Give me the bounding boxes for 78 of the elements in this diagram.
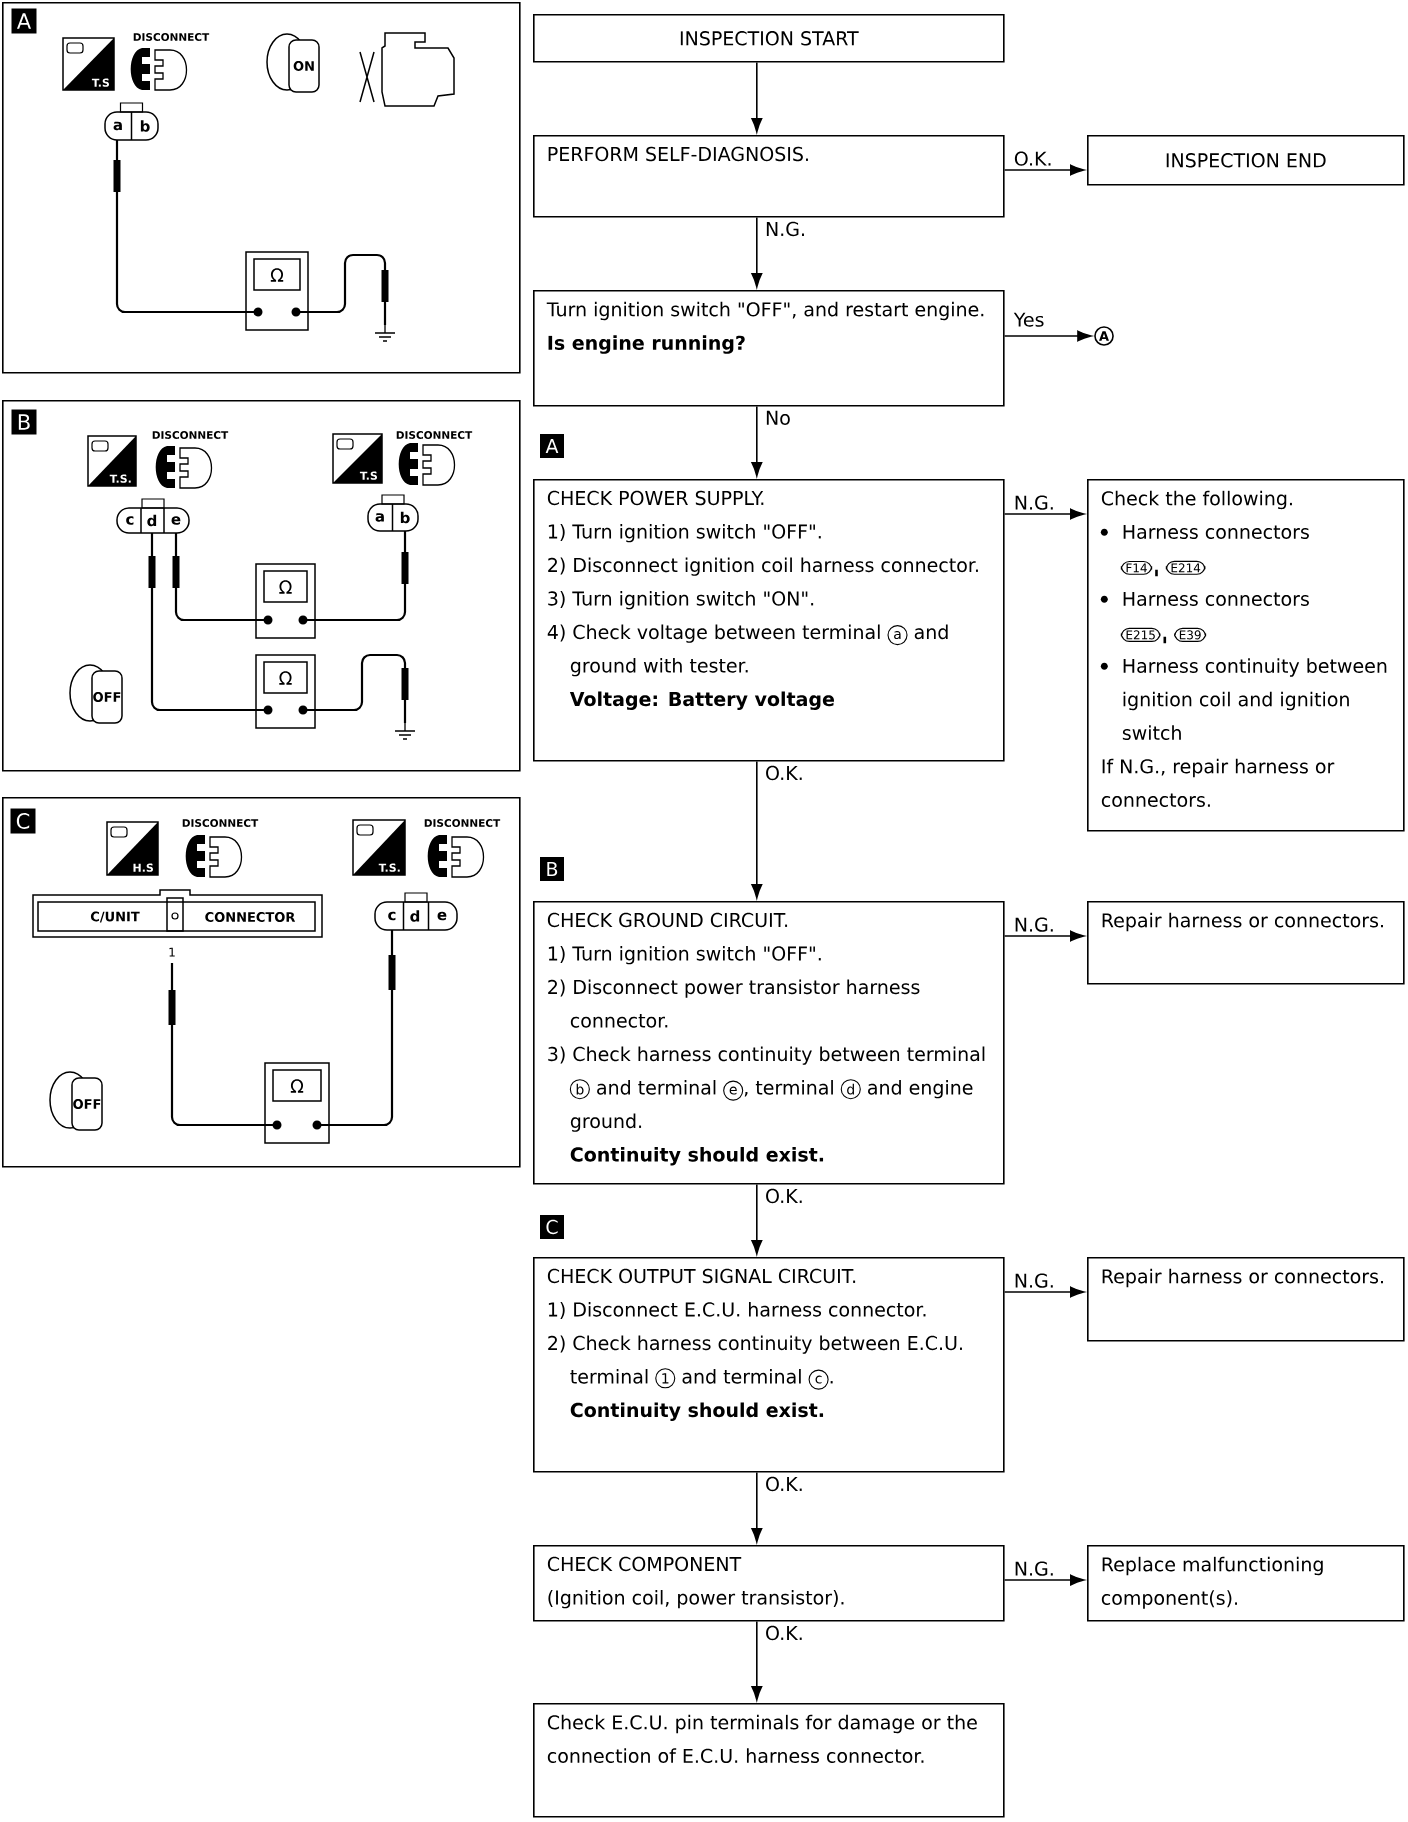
edge-label: O.K. [764,764,805,782]
terminal-label: e [437,911,447,921]
mode-label: T.S. [109,474,131,483]
connector-code: E215 [1120,627,1161,642]
process-box: Check the following. Harness connectors F14 E214 Harness connectors E215 E39 Harness continuity between ignition coil and ignition switch If N.G., repair harness or connectors. [1087,479,1405,832]
mode-label: T.S [359,471,377,480]
key-label: OFF [73,1099,101,1109]
process-box: Replace malfunctioning component(s). [1087,1545,1405,1622]
key-label: ON [293,61,314,71]
terminal-label: d [147,514,157,527]
arrow [1003,930,1085,942]
ohm-label: Ω [279,671,292,685]
edge-label: O.K. [764,1475,805,1493]
ohm-label: Ω [279,580,292,594]
instruction-label: DISCONNECT [396,431,473,439]
process-box: Repair harness or connectors. [1087,1257,1405,1342]
process-box: PERFORM SELF-DIAGNOSIS. [533,135,1005,218]
arrow [1003,1286,1085,1298]
step-badge: A [540,434,564,458]
arrow [751,1620,763,1701]
arrow [1003,1574,1085,1586]
step-badge: B [540,857,564,881]
arrow [1003,164,1085,176]
instruction-label: DISCONNECT [152,431,229,439]
start-box: INSPECTION START [533,14,1005,63]
mode-label: H.S [133,863,153,872]
arrow [751,61,763,133]
arrow [751,760,763,899]
arrow [751,216,763,288]
process-box: Check E.C.U. pin terminals for damage or the connection of E.C.U. harness connector. [533,1703,1005,1818]
connector-code: F14 [1120,560,1153,575]
edge-label: O.K. [764,1187,805,1205]
instruction-label: DISCONNECT [182,819,259,827]
step-badge: B [11,409,37,435]
process-box: CHECK POWER SUPPLY. 1) Turn ignition switch "OFF". 2) Disconnect ignition coil harness connector. 3) Turn ignition switch "ON". 4) Check voltage between terminal a and ground with tester. Voltage: Battery voltage [533,479,1005,762]
edge-label: N.G. [1012,1272,1056,1289]
connector-code: E39 [1174,627,1207,642]
instruction-label: DISCONNECT [133,33,210,41]
terminal-number: 1 [169,947,175,957]
terminal-label: b [140,120,150,132]
arrow [751,1183,763,1255]
edge-label: N.G. [1012,916,1056,933]
connector-label: C/UNIT [90,911,140,923]
terminal-label: a [375,513,384,522]
ohm-label: Ω [290,1079,304,1093]
ohm-label: Ω [270,268,284,282]
edge-label: Yes [1012,311,1046,328]
edge-label: N.G. [1012,494,1056,511]
terminal-label: b [400,511,410,524]
terminal-label: a [113,121,122,131]
step-badge: C [540,1215,564,1239]
instruction-label: DISCONNECT [424,819,501,827]
step-badge: C [10,808,36,834]
terminal-label: c [388,911,396,921]
process-box: CHECK COMPONENT (Ignition coil, power transistor). [533,1545,1005,1622]
arrow [751,1471,763,1543]
decision-box: Turn ignition switch "OFF", and restart engine. Is engine running? [533,290,1005,407]
mode-label: T.S. [378,863,400,872]
key-label: OFF [93,692,121,702]
process-box: CHECK OUTPUT SIGNAL CIRCUIT. 1) Disconnect E.C.U. harness connector. 2) Check harness continuity between E.C.U. terminal 1 and terminal c . Continuity should exist. [533,1257,1005,1473]
edge-label: O.K. [1012,150,1054,167]
arrow [1003,330,1092,342]
arrow [751,405,763,477]
edge-label: O.K. [764,1624,805,1642]
process-box: CHECK GROUND CIRCUIT. 1) Turn ignition switch "OFF". 2) Disconnect power transistor harness connector. 3) Check harness continuity between terminal b and terminal e , terminal d and engine ground. Continuity should exist. [533,901,1005,1185]
terminal-label: c [126,516,134,525]
edge-label: No [764,409,792,426]
edge-label: N.G. [764,220,808,238]
terminal-label: d [410,910,420,922]
step-badge: A [11,8,37,34]
connector-code: E214 [1165,560,1206,575]
arrow [1003,508,1085,520]
edge-label: N.G. [1012,1560,1056,1577]
process-box: Repair harness or connectors. [1087,901,1405,985]
connector-label: CONNECTOR [205,912,296,922]
terminal-label: e [171,516,181,525]
end-box: INSPECTION END [1087,135,1405,186]
mode-label: T.S [91,78,109,87]
